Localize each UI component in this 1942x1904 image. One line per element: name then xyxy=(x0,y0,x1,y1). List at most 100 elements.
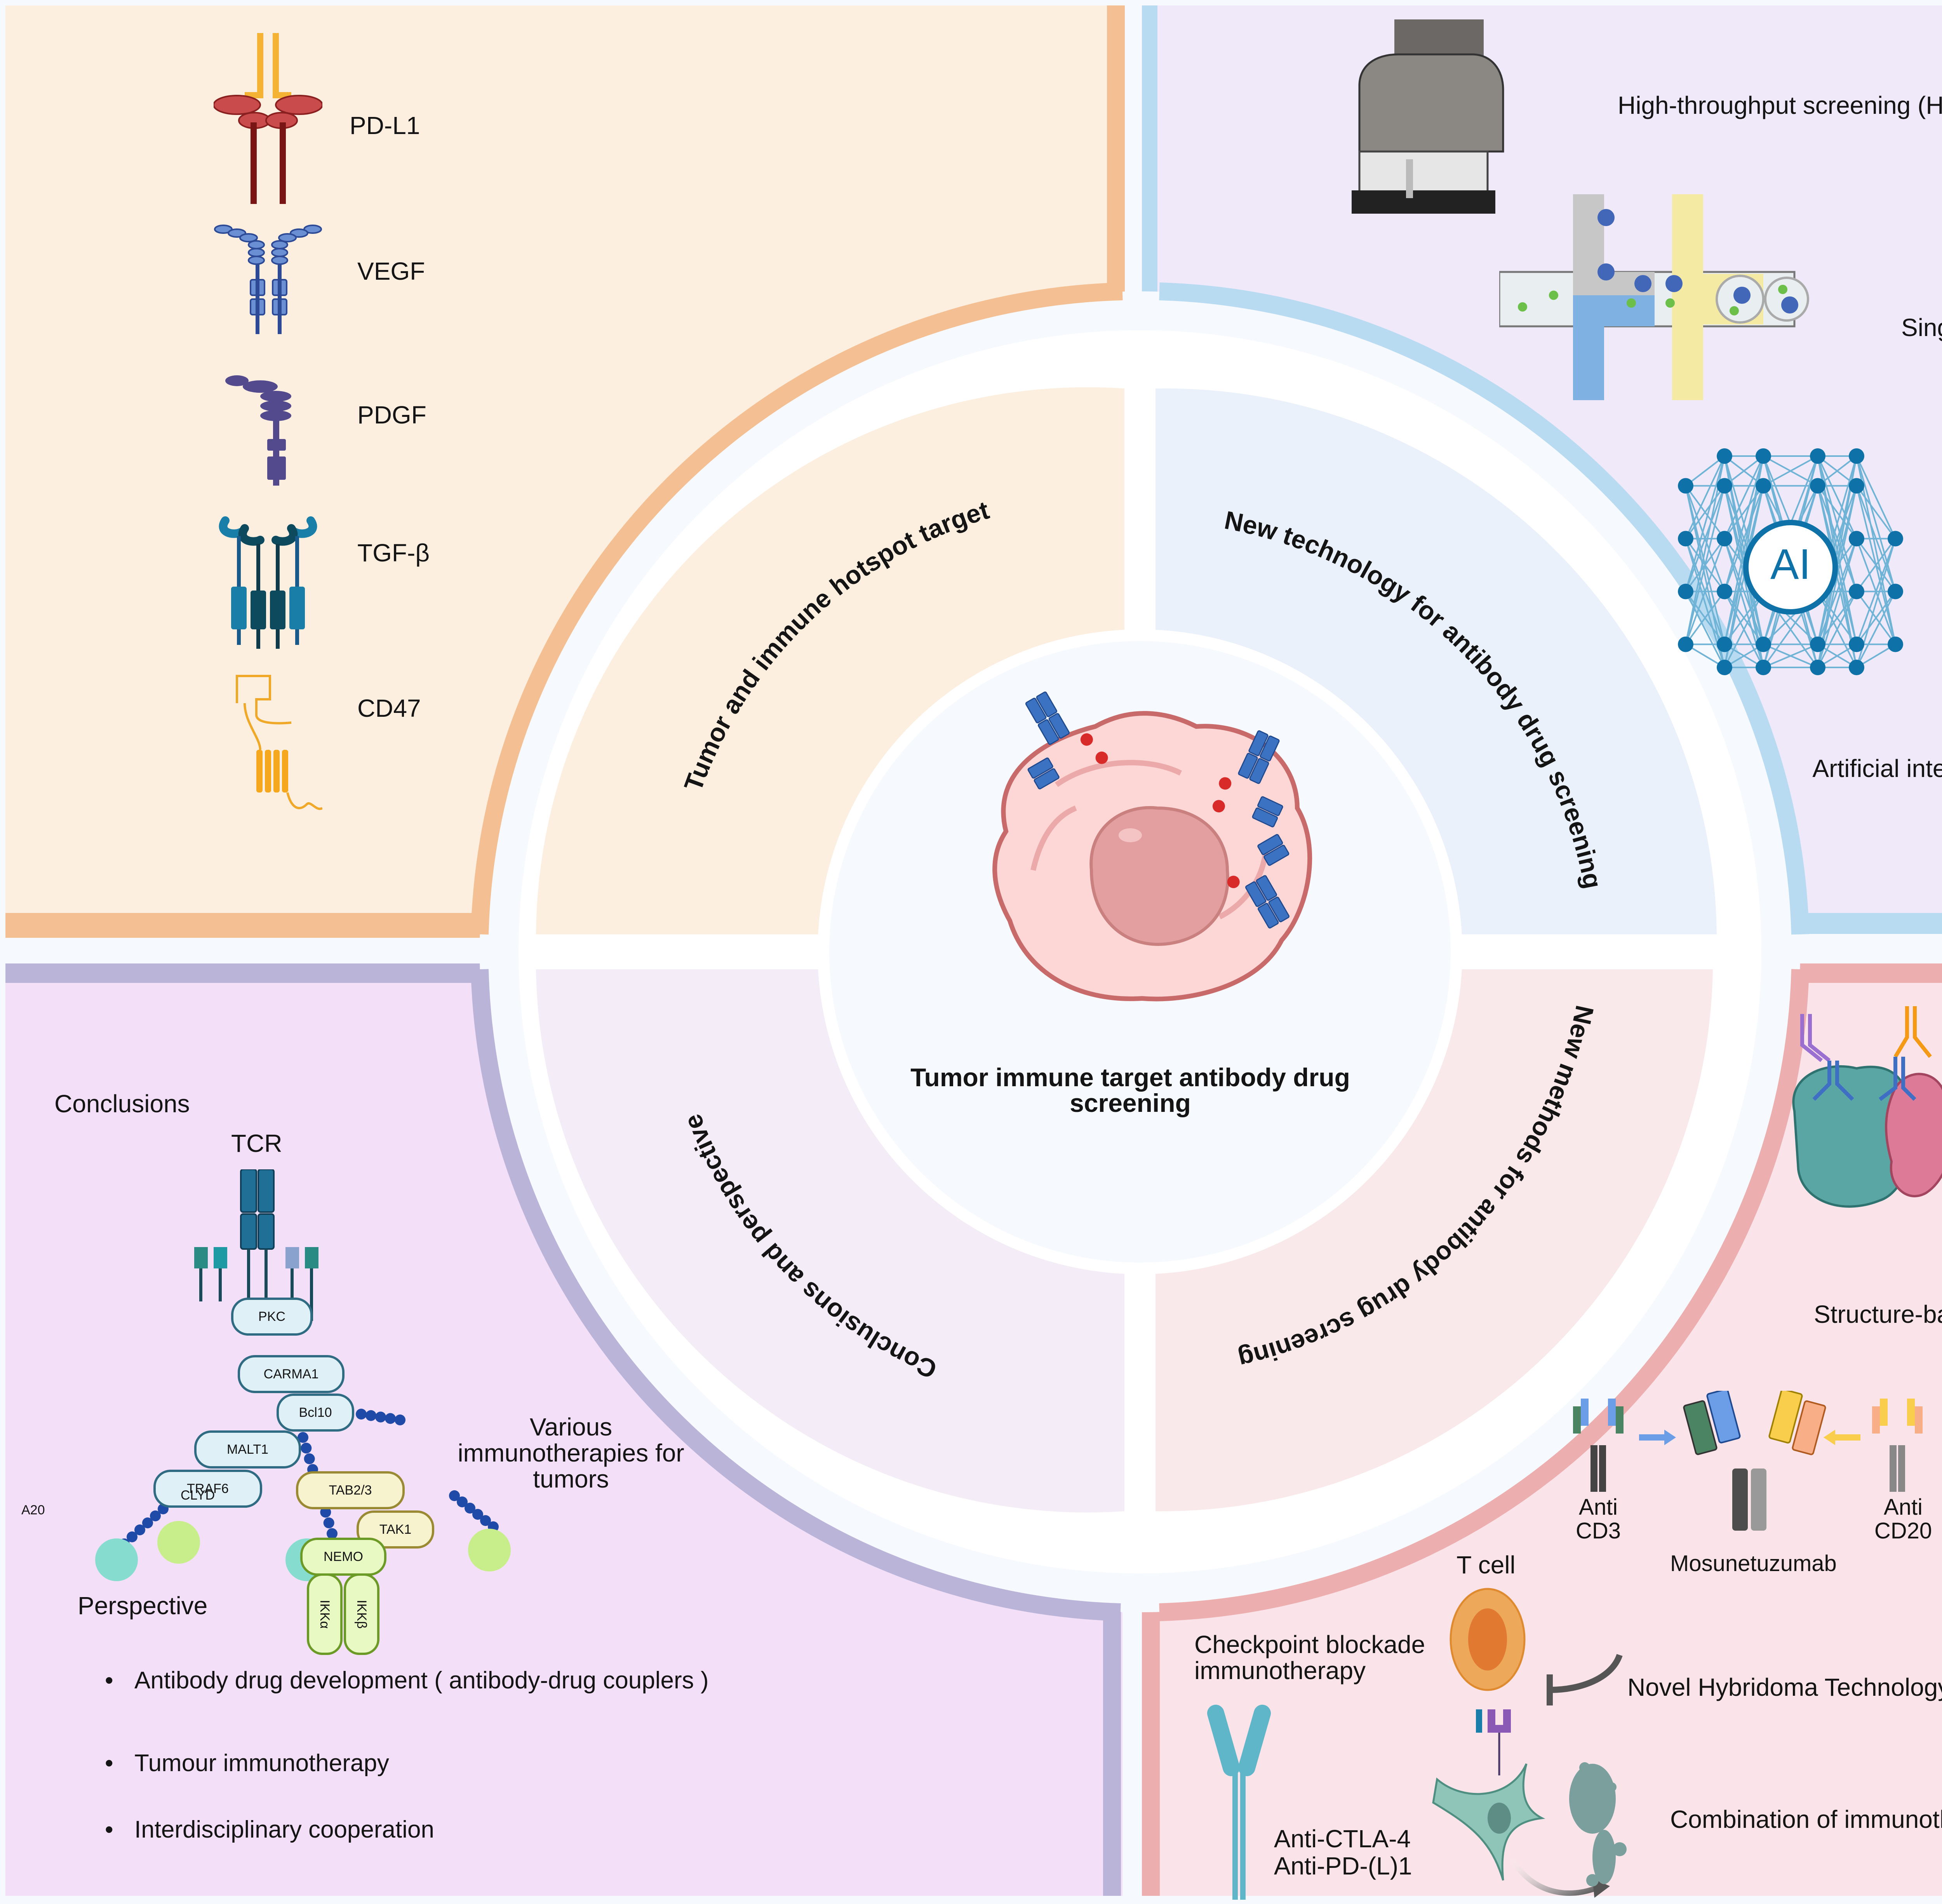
node-bcl10: Bcl10 xyxy=(277,1394,354,1432)
node-nemo: NEMO xyxy=(300,1538,386,1576)
network-edge xyxy=(1817,456,1857,539)
perspective-list: Antibody drug development ( antibody-dru… xyxy=(105,1667,709,1843)
cd47-receptor-icon xyxy=(236,675,322,810)
label-anti-pdl1: Anti-PD-(L)1 xyxy=(1274,1852,1412,1880)
network-node xyxy=(1678,531,1693,547)
heading-perspective: Perspective xyxy=(78,1592,208,1620)
ubiquitin-bead xyxy=(127,1531,137,1542)
ubiquitin-bead xyxy=(142,1517,153,1528)
curved-arrow-icon xyxy=(1508,1855,1597,1896)
ring-label-targets: Tumor and immune hotspot target xyxy=(679,495,992,795)
network-edge xyxy=(1685,538,1725,645)
ai-badge-icon xyxy=(1743,520,1838,615)
target-label-pdgf: PDGF xyxy=(357,401,426,429)
network-node xyxy=(1678,636,1693,652)
tech-label-ai-ml: Artificial intelligence (AI) and machine… xyxy=(1812,754,1942,782)
network-edge xyxy=(1817,538,1857,645)
ubiquitin-bead xyxy=(356,1409,367,1420)
label-combination: Combination of immunotherapy and antibod… xyxy=(1670,1805,1942,1833)
network-edge xyxy=(1856,485,1896,539)
network-edge xyxy=(1685,485,1725,592)
tumor-cell-small-icon xyxy=(1432,1763,1545,1881)
network-edge xyxy=(1856,538,1896,645)
target-label-vegf: VEGF xyxy=(357,257,425,285)
network-edge xyxy=(1856,456,1896,592)
target-label-pd-l1: PD-L1 xyxy=(350,111,420,139)
network-edge xyxy=(1817,455,1857,487)
network-edge xyxy=(1856,456,1896,539)
network-edge xyxy=(1685,486,1725,645)
network-node xyxy=(1849,660,1864,675)
ubiquitin-bead xyxy=(375,1411,386,1423)
label-mosunetuzumab: Mosunetuzumab xyxy=(1670,1551,1837,1576)
node-pkc: PKC xyxy=(231,1298,313,1336)
ubiquitin-bead xyxy=(301,1442,312,1454)
network-edge xyxy=(1724,591,1764,668)
network-node xyxy=(1717,584,1732,599)
network-edge xyxy=(1817,486,1857,668)
network-node xyxy=(1888,584,1903,599)
network-edge xyxy=(1685,591,1725,668)
network-edge xyxy=(1724,456,1764,592)
network-edge xyxy=(1856,538,1896,592)
network-edge xyxy=(1685,456,1725,539)
ubiquitin-bead xyxy=(365,1410,376,1421)
label-anti-cd20: Anti CD20 xyxy=(1874,1495,1932,1543)
target-label-tgf-beta: TGF-β xyxy=(357,539,430,567)
tcr-receptor-icon xyxy=(194,1169,318,1321)
pdgf-receptor-icon xyxy=(225,375,291,486)
antibody-bound-icon xyxy=(1212,730,1283,827)
ubiquitin-bead xyxy=(480,1515,491,1526)
ubiquitin-bead xyxy=(449,1490,460,1501)
ubiquitin-bead xyxy=(457,1496,468,1507)
anti-cd3-antibody-icon xyxy=(1573,1399,1624,1492)
ubiquitin-bead xyxy=(385,1413,396,1424)
ubiquitin-bead xyxy=(465,1503,475,1514)
network-node xyxy=(1810,448,1825,464)
network-edge xyxy=(1856,591,1896,645)
network-node xyxy=(1756,448,1771,464)
vegf-receptor-icon xyxy=(214,225,322,334)
anti-ctla4-antibody-icon xyxy=(1207,1705,1271,1900)
center-title: Tumor immune target antibody drug screen… xyxy=(910,1063,1350,1117)
inhibition-arrow-icon xyxy=(1549,1654,1623,1693)
network-edge xyxy=(1763,643,1818,668)
a20-enzyme-icon xyxy=(95,1538,138,1581)
enzyme-icon xyxy=(468,1529,511,1571)
target-label-cd47: CD47 xyxy=(357,694,421,722)
pd-l1-receptor-icon xyxy=(214,33,322,204)
network-node xyxy=(1888,531,1903,547)
network-node xyxy=(1756,636,1771,652)
network-node xyxy=(1756,660,1771,675)
node-ikk-beta: IKKβ xyxy=(344,1573,379,1655)
node-ikk-alpha: IKKα xyxy=(307,1573,343,1655)
tgf-beta-receptor-icon xyxy=(219,516,317,649)
network-edge xyxy=(1685,591,1725,645)
network-edge xyxy=(1724,485,1764,592)
anti-cd20-antibody-icon xyxy=(1872,1399,1923,1492)
network-edge xyxy=(1724,456,1764,539)
ubiquitin-bead xyxy=(320,1507,331,1518)
network-edge xyxy=(1685,455,1725,487)
microfluidic-droplet-icon xyxy=(1499,194,1809,400)
network-node xyxy=(1849,584,1864,599)
label-anti-ctla4: Anti-CTLA-4 xyxy=(1274,1825,1411,1853)
pd1-receptor-icon xyxy=(1488,1709,1511,1733)
network-node xyxy=(1810,478,1825,494)
label-t-cell: T cell xyxy=(1456,1551,1516,1579)
network-edge xyxy=(1724,455,1764,487)
network-edge xyxy=(1685,485,1725,539)
network-node xyxy=(1849,448,1864,464)
network-edge xyxy=(1685,456,1725,592)
network-node xyxy=(1717,636,1732,652)
label-various-immunotherapies: Various immunotherapies for tumors xyxy=(458,1413,684,1493)
network-node xyxy=(1717,660,1732,675)
ring-label-conclusions: Conclusions and perspective xyxy=(678,1110,941,1384)
network-node xyxy=(1717,531,1732,547)
network-node xyxy=(1849,636,1864,652)
dying-cell-icon xyxy=(1569,1762,1627,1887)
hts-instrument-icon xyxy=(1352,19,1504,214)
label-checkpoint-blockade: Checkpoint blockade immunotherapy xyxy=(1194,1631,1425,1685)
